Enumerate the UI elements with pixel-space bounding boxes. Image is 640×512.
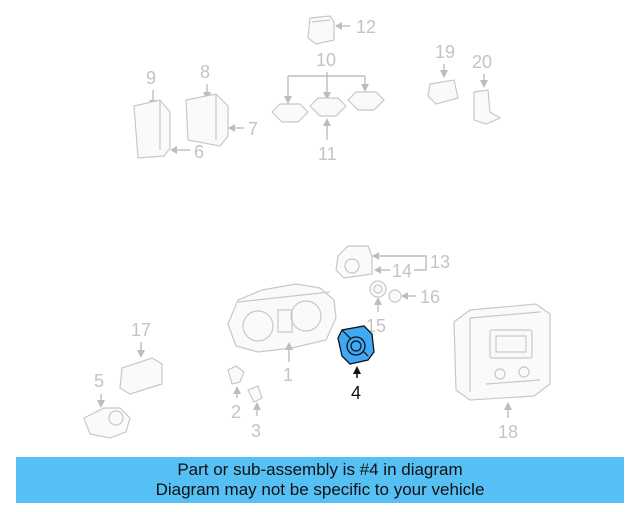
callout-5: 5	[94, 371, 104, 391]
disclaimer-line-1: Part or sub-assembly is #4 in diagram	[177, 460, 463, 479]
part-18: 18	[453, 303, 551, 442]
callout-10: 10	[316, 50, 336, 70]
part-5: 5	[83, 371, 131, 439]
parts-diagram: 12 10 11 9 6 8 7 19	[83, 15, 551, 442]
part-13-14-15-16: 14 13 15 16	[335, 245, 450, 336]
callout-18: 18	[498, 422, 518, 442]
part-10-11: 10 11	[271, 50, 385, 164]
part-4-highlighted: 4	[337, 325, 375, 403]
callout-14: 14	[392, 261, 412, 281]
callout-19: 19	[435, 42, 455, 62]
callout-6: 6	[194, 142, 204, 162]
callout-9: 9	[146, 68, 156, 88]
callout-7: 7	[248, 119, 258, 139]
part-8-7: 8 7	[185, 62, 258, 147]
part-20: 20	[472, 52, 502, 125]
callout-15: 15	[366, 316, 386, 336]
part-1: 1	[227, 283, 337, 385]
callout-2: 2	[231, 402, 241, 422]
part-17: 17	[119, 320, 163, 395]
part-2: 2	[227, 365, 245, 422]
callout-4: 4	[351, 383, 361, 403]
callout-17: 17	[131, 320, 151, 340]
callout-16: 16	[420, 287, 440, 307]
callout-12: 12	[356, 17, 376, 37]
callout-8: 8	[200, 62, 210, 82]
part-12: 12	[307, 15, 376, 45]
disclaimer-banner: Part or sub-assembly is #4 in diagram Di…	[16, 457, 624, 503]
part-19: 19	[427, 42, 459, 105]
part-3: 3	[247, 385, 263, 441]
callout-1: 1	[283, 365, 293, 385]
disclaimer-line-2: Diagram may not be specific to your vehi…	[155, 480, 485, 499]
part-9-6: 9 6	[133, 68, 204, 162]
callout-11: 11	[318, 144, 337, 164]
callout-13: 13	[430, 252, 450, 272]
callout-20: 20	[472, 52, 492, 72]
callout-3: 3	[251, 421, 261, 441]
